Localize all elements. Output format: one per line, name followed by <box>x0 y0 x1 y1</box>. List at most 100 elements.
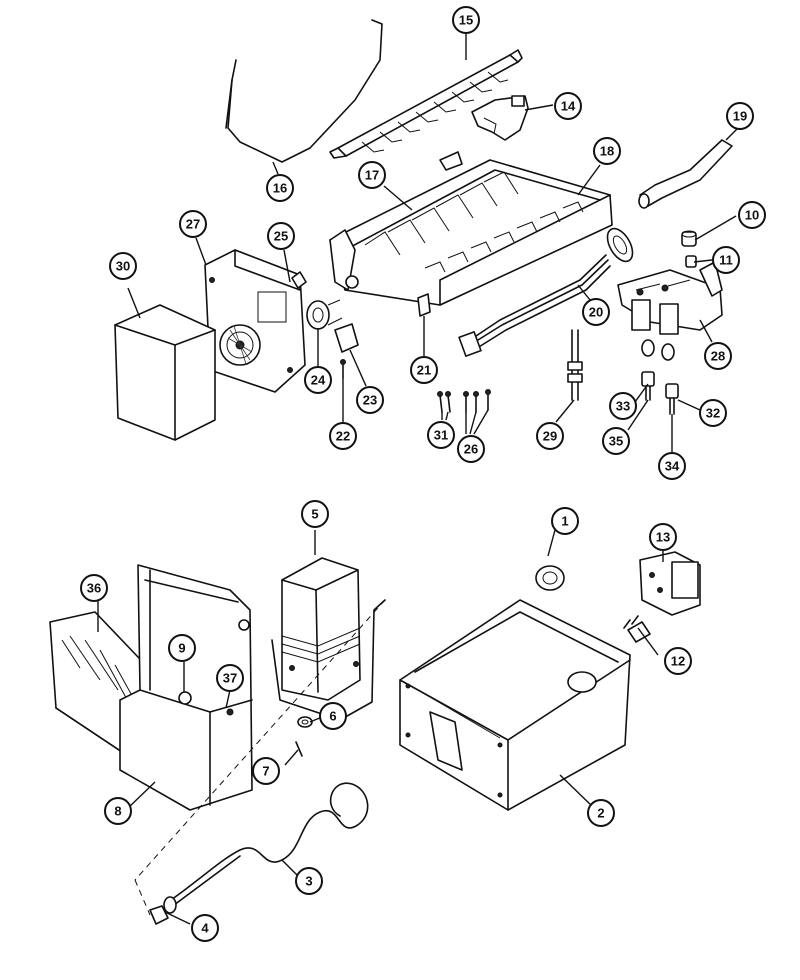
svg-text:37: 37 <box>223 671 237 686</box>
part-bearing-bracket <box>471 95 529 141</box>
part-auger <box>163 782 369 914</box>
part-shutoff-arm-wire <box>225 19 383 163</box>
svg-text:6: 6 <box>329 709 336 724</box>
part-switch <box>334 323 359 353</box>
callout-37: 37 <box>216 664 244 692</box>
callout-12: 12 <box>664 647 692 675</box>
callout-2: 2 <box>587 799 615 827</box>
callout-17: 17 <box>358 161 386 189</box>
svg-text:13: 13 <box>656 530 670 545</box>
part-ice-mold <box>329 151 613 306</box>
svg-text:3: 3 <box>305 874 312 889</box>
svg-text:36: 36 <box>87 581 101 596</box>
callout-23: 23 <box>356 386 384 414</box>
svg-text:8: 8 <box>114 804 121 819</box>
assembly-lines <box>134 599 386 916</box>
callout-28: 28 <box>704 342 732 370</box>
svg-text:24: 24 <box>311 373 326 388</box>
callout-35: 35 <box>602 427 630 455</box>
part-nut <box>297 716 313 728</box>
callout-16: 16 <box>266 174 294 202</box>
callout-18: 18 <box>593 137 621 165</box>
part-screws <box>437 389 491 413</box>
callout-7: 7 <box>252 757 280 785</box>
svg-text:19: 19 <box>733 109 747 124</box>
part-water-line-fitting <box>567 329 583 401</box>
svg-text:1: 1 <box>561 514 568 529</box>
callout-36: 36 <box>80 574 108 602</box>
callout-29: 29 <box>536 422 564 450</box>
svg-text:5: 5 <box>311 507 318 522</box>
svg-text:15: 15 <box>459 13 473 28</box>
part-pin <box>295 741 303 757</box>
part-auger-nut <box>149 905 169 925</box>
callout-27: 27 <box>179 210 207 238</box>
svg-text:34: 34 <box>665 459 680 474</box>
part-clip <box>417 293 431 317</box>
svg-text:11: 11 <box>719 253 733 268</box>
svg-text:26: 26 <box>464 442 478 457</box>
callout-30: 30 <box>109 252 137 280</box>
part-ice-bin <box>399 599 631 811</box>
svg-text:21: 21 <box>417 363 431 378</box>
svg-text:30: 30 <box>116 259 130 274</box>
callout-5: 5 <box>301 500 329 528</box>
callouts: 1 2 3 4 5 6 7 8 9 10 11 12 13 14 15 16 1… <box>80 6 766 942</box>
svg-text:25: 25 <box>274 229 288 244</box>
callout-4: 4 <box>191 914 219 942</box>
callout-26: 26 <box>457 435 485 463</box>
part-auger-motor <box>639 551 701 616</box>
svg-text:17: 17 <box>365 168 379 183</box>
svg-text:10: 10 <box>745 208 759 223</box>
callout-3: 3 <box>295 867 323 895</box>
svg-text:35: 35 <box>609 434 623 449</box>
svg-text:29: 29 <box>543 429 557 444</box>
callout-25: 25 <box>267 222 295 250</box>
svg-text:28: 28 <box>711 349 725 364</box>
svg-text:2: 2 <box>597 806 604 821</box>
callout-19: 19 <box>726 102 754 130</box>
part-cam-gear <box>306 299 343 330</box>
part-water-valve <box>617 261 723 361</box>
svg-text:31: 31 <box>434 428 448 443</box>
svg-text:9: 9 <box>178 641 185 656</box>
callout-20: 20 <box>582 298 610 326</box>
part-control-housing <box>204 249 306 393</box>
part-ejector-shaft <box>329 49 523 159</box>
part-cover <box>114 304 216 441</box>
callout-24: 24 <box>304 366 332 394</box>
callout-11: 11 <box>712 246 740 274</box>
callout-13: 13 <box>649 523 677 551</box>
svg-text:22: 22 <box>336 429 350 444</box>
part-heater-harness <box>458 227 634 357</box>
callout-34: 34 <box>658 452 686 480</box>
part-bushing <box>535 565 565 591</box>
svg-text:33: 33 <box>616 399 630 414</box>
svg-text:14: 14 <box>561 99 576 114</box>
leader-lines <box>97 34 739 925</box>
callout-21: 21 <box>410 356 438 384</box>
callout-31: 31 <box>427 421 455 449</box>
svg-text:7: 7 <box>262 764 269 779</box>
callout-14: 14 <box>554 92 582 120</box>
part-fill-tube <box>638 139 733 209</box>
callout-1: 1 <box>551 507 579 535</box>
svg-text:12: 12 <box>671 654 685 669</box>
svg-text:27: 27 <box>186 217 200 232</box>
callout-33: 33 <box>609 392 637 420</box>
callout-22: 22 <box>329 422 357 450</box>
part-bucket-front <box>119 564 253 811</box>
part-grommets <box>681 230 697 268</box>
callout-8: 8 <box>104 797 132 825</box>
callout-10: 10 <box>738 201 766 229</box>
part-screw-22 <box>340 359 346 379</box>
callout-32: 32 <box>699 399 727 427</box>
callout-6: 6 <box>319 702 347 730</box>
part-valve-fittings <box>641 371 679 415</box>
svg-text:16: 16 <box>273 181 287 196</box>
svg-text:18: 18 <box>600 144 614 159</box>
svg-text:32: 32 <box>706 406 720 421</box>
svg-text:23: 23 <box>363 393 377 408</box>
svg-text:20: 20 <box>589 305 603 320</box>
